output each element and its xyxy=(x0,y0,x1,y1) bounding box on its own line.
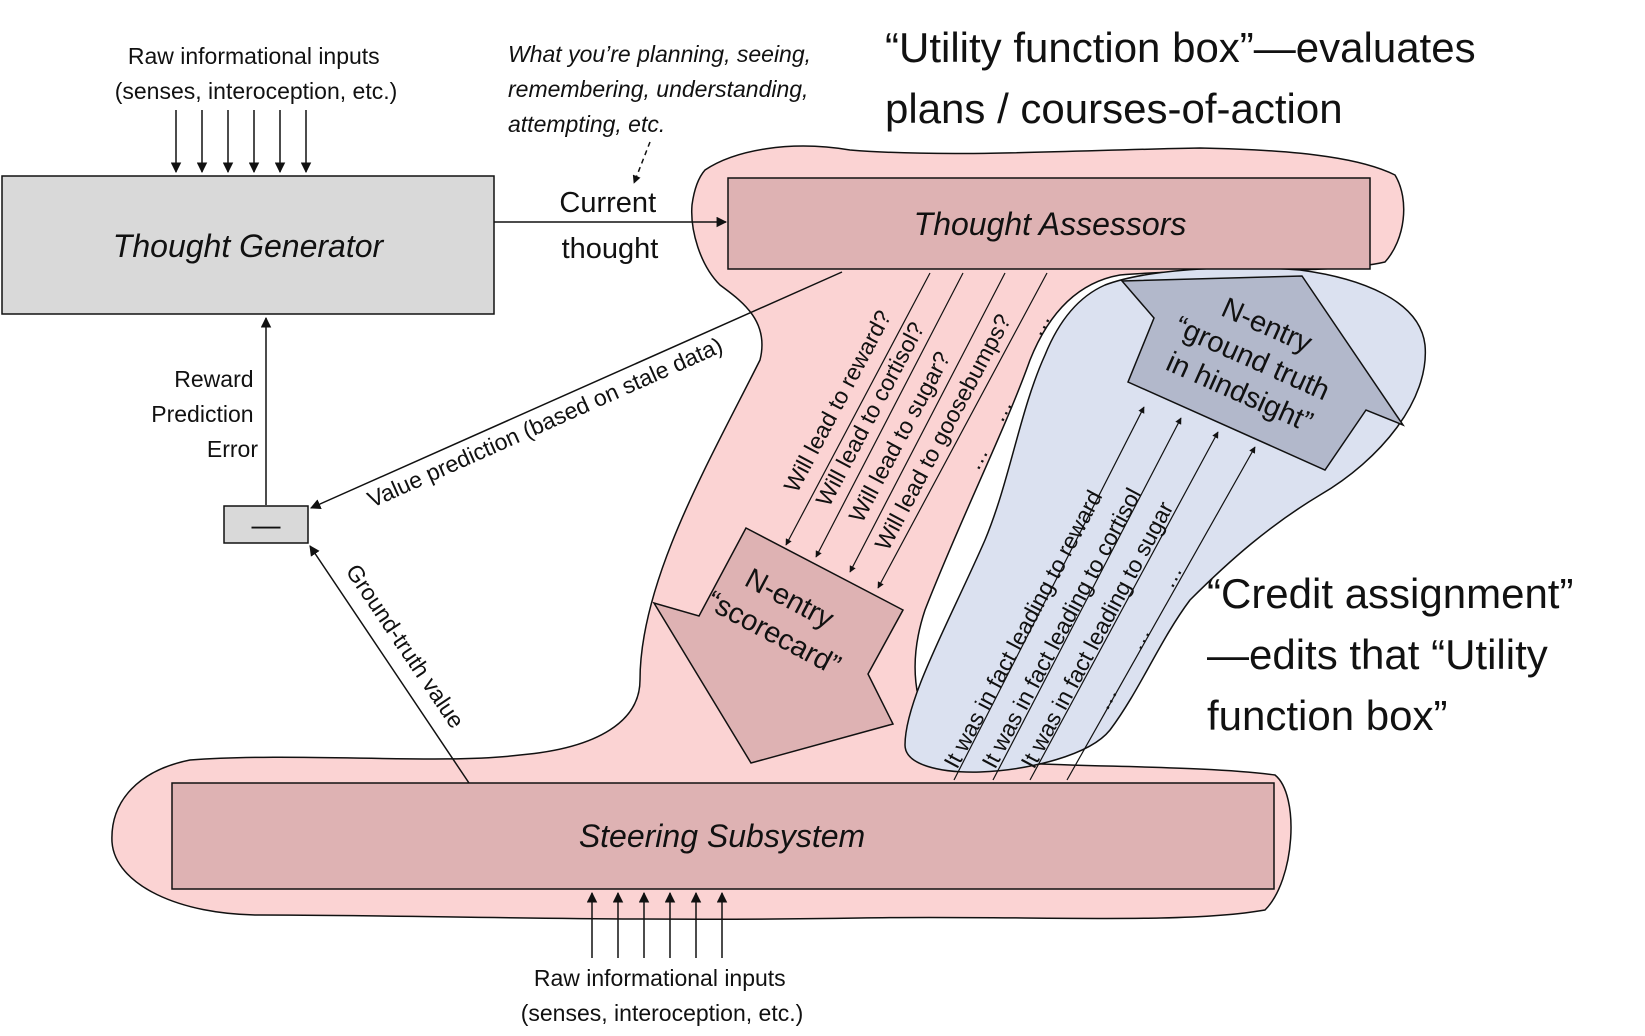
steering-subsystem-label: Steering Subsystem xyxy=(579,818,865,854)
current-thought-label: Current thought xyxy=(559,187,660,265)
thought-assessors-label: Thought Assessors xyxy=(914,206,1187,242)
utility-function-caption: “Utility function box”—evaluates plans /… xyxy=(885,24,1480,132)
planning-note-arrow xyxy=(632,141,651,184)
value-prediction-arrow xyxy=(310,271,843,509)
rpe-label: Reward Prediction Error xyxy=(151,366,258,462)
thought-generator-label: Thought Generator xyxy=(113,228,385,264)
it-was-arrows xyxy=(953,406,1256,781)
steering-subsystem-box xyxy=(171,782,1275,890)
subtract-label: — xyxy=(252,510,281,542)
subtract-box xyxy=(223,505,309,544)
ground-truth-value-label: Ground-truth value xyxy=(341,559,470,733)
utility-function-blob xyxy=(111,145,1405,920)
thought-generator-box xyxy=(1,175,495,315)
will-lead-arrows xyxy=(785,272,1048,589)
top-input-arrows xyxy=(170,110,312,174)
credit-assignment-caption: “Credit assignment” —edits that “Utility… xyxy=(1207,570,1578,739)
top-inputs-label: Raw informational inputs (senses, intero… xyxy=(115,43,398,104)
bottom-input-arrows xyxy=(586,891,728,958)
planning-note: What you’re planning, seeing, rememberin… xyxy=(508,41,815,137)
ground-truth-arrow xyxy=(1120,275,1406,471)
thought-assessors-box xyxy=(727,177,1371,270)
ground-truth-value-arrow xyxy=(309,545,470,784)
value-prediction-label: Value prediction (based on stale data) xyxy=(363,332,726,513)
scorecard-arrow xyxy=(652,526,905,764)
bottom-inputs-label: Raw informational inputs (senses, intero… xyxy=(521,965,804,1026)
